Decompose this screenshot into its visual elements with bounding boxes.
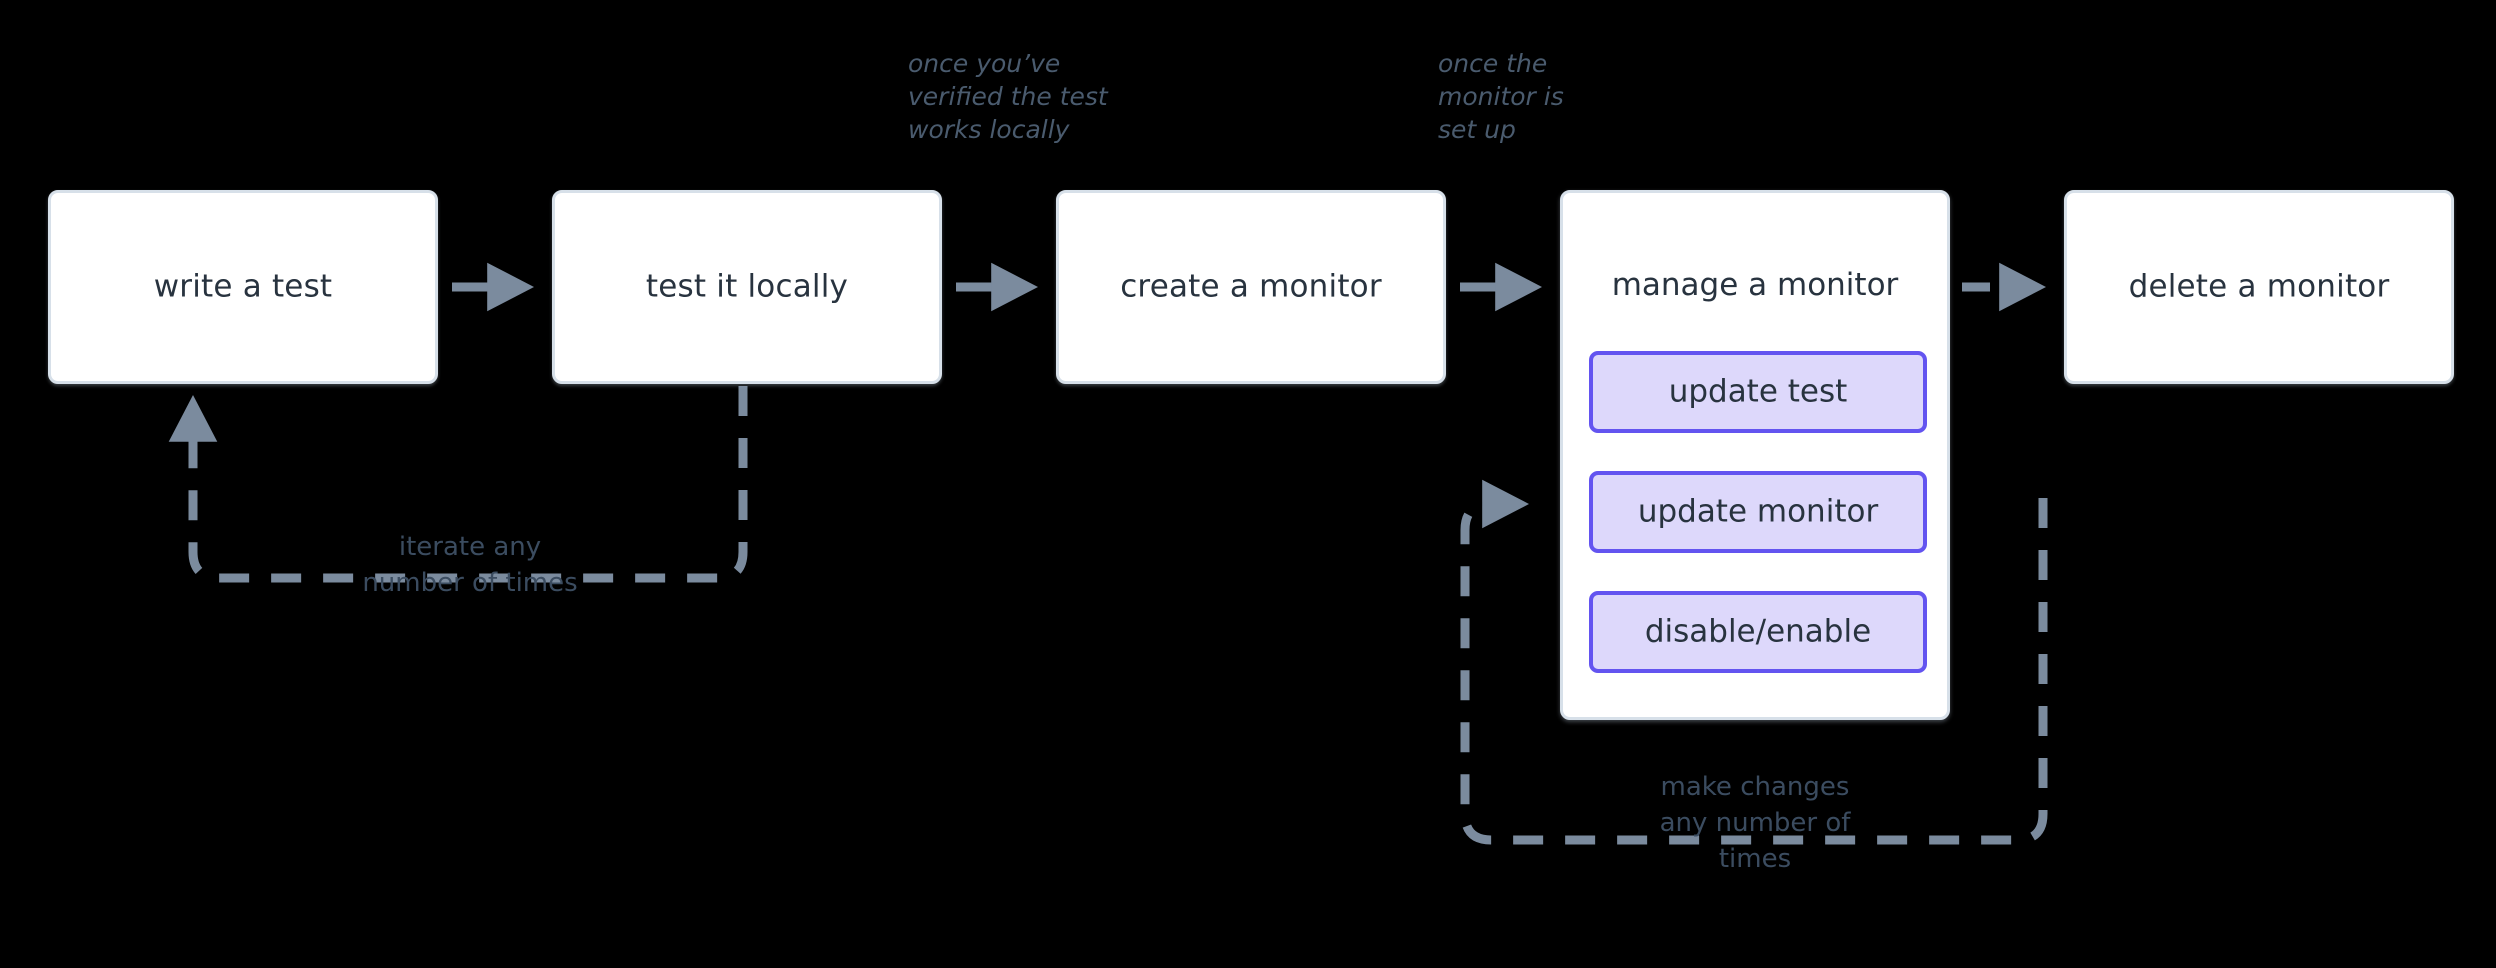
node-label-delete-a-monitor: delete a monitor	[2128, 268, 2390, 305]
node-write-a-test[interactable]: write a test	[48, 190, 438, 384]
loop-label-iterate: iterate any number of times	[362, 532, 578, 598]
annotation-monitor-set-up: once the monitor is set up	[1438, 49, 1564, 144]
subnode-update-monitor[interactable]: update monitor	[1589, 471, 1927, 553]
node-label-test-it-locally: test it locally	[645, 268, 849, 305]
node-manage-a-monitor[interactable]: manage a monitor update test update moni…	[1560, 190, 1950, 720]
edge-loop-make-changes	[1460, 479, 2048, 845]
node-label-write-a-test: write a test	[153, 268, 333, 305]
loop-label-make-changes: make changes any number of times	[1659, 772, 1851, 874]
subnode-label-update-test: update test	[1668, 373, 1848, 410]
node-label-manage-a-monitor: manage a monitor	[1611, 267, 1899, 303]
subnode-label-disable-enable: disable/enable	[1644, 613, 1872, 650]
node-delete-a-monitor[interactable]: delete a monitor	[2064, 190, 2454, 384]
annotation-verified-locally: once you’ve verified the test works loca…	[908, 49, 1108, 144]
node-label-create-a-monitor: create a monitor	[1120, 268, 1382, 305]
subnode-update-test[interactable]: update test	[1589, 351, 1927, 433]
subnode-label-update-monitor: update monitor	[1637, 493, 1879, 530]
edge-loop-iterate	[168, 386, 748, 583]
subnode-disable-enable[interactable]: disable/enable	[1589, 591, 1927, 673]
node-test-it-locally[interactable]: test it locally	[552, 190, 942, 384]
node-create-a-monitor[interactable]: create a monitor	[1056, 190, 1446, 384]
